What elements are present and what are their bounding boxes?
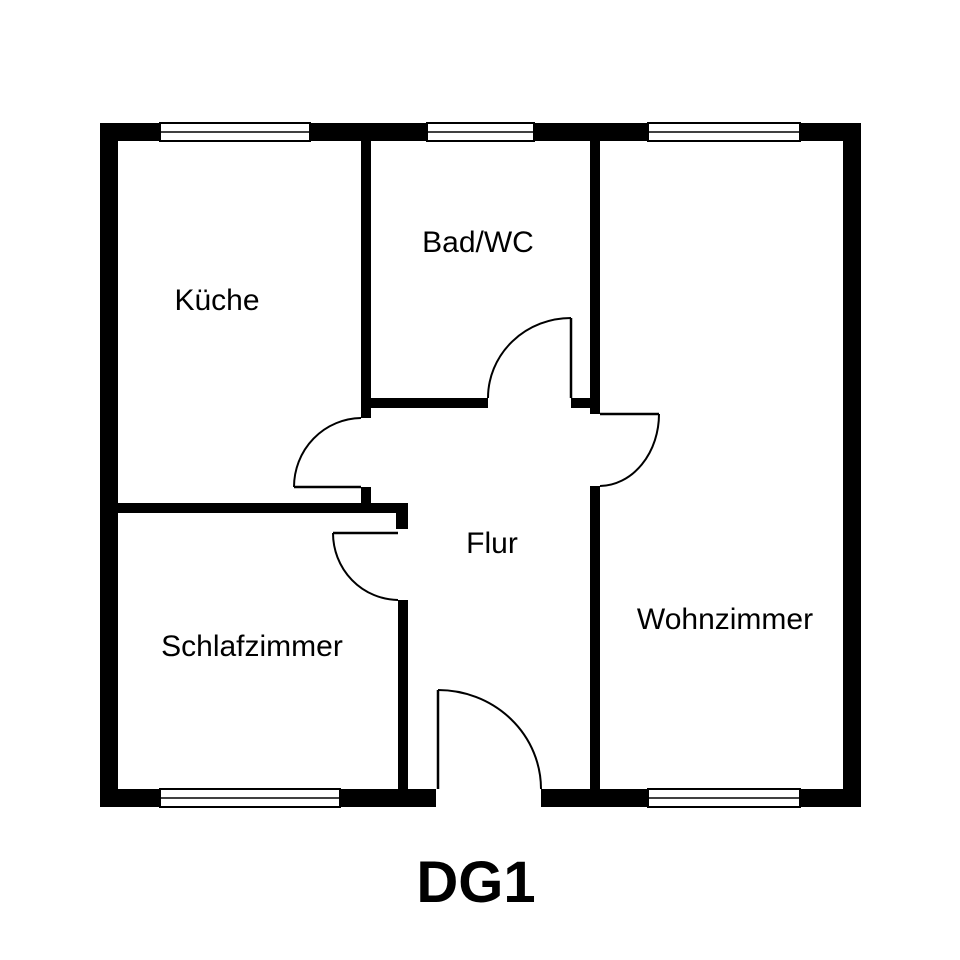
- room-label-schlafzimmer: Schlafzimmer: [161, 630, 343, 663]
- door-bad: [487, 317, 573, 399]
- door-entrance: [436, 689, 542, 790]
- door-kueche: [293, 417, 362, 489]
- door-schlafzimmer: [332, 531, 399, 601]
- window-kueche: [159, 122, 311, 142]
- room-label-bad: Bad/WC: [422, 226, 534, 259]
- wall-left: [100, 123, 118, 807]
- window-schlafzimmer: [159, 788, 341, 808]
- wall-bad-bottom-right: [571, 398, 599, 408]
- room-labels: Küche Bad/WC Flur Schlafzimmer Wohnzimme…: [161, 226, 813, 663]
- windows: [159, 122, 801, 808]
- window-bad: [426, 122, 535, 142]
- floor-label: DG1: [416, 850, 535, 915]
- wall-right: [843, 123, 861, 807]
- wall-wohnzimmer-upper: [590, 141, 600, 414]
- wall-kueche-schlafzimmer: [118, 503, 408, 513]
- doors: [293, 317, 660, 790]
- room-label-kueche: Küche: [174, 284, 259, 317]
- room-label-flur: Flur: [466, 527, 518, 560]
- interior-walls: [118, 141, 600, 796]
- wall-schlafzimmer-flur-stub: [396, 503, 408, 529]
- room-label-wohnzimmer: Wohnzimmer: [637, 603, 813, 636]
- wall-bad-bottom-left: [361, 398, 488, 408]
- door-wohnzimmer: [599, 412, 660, 487]
- wall-schlafzimmer-flur: [398, 600, 408, 796]
- window-wohnzimmer-bottom: [647, 788, 801, 808]
- window-wohnzimmer-top: [647, 122, 801, 142]
- wall-kueche-flur-stub: [361, 487, 371, 507]
- wall-kueche-bad: [361, 141, 371, 418]
- wall-wohnzimmer-lower: [590, 486, 600, 796]
